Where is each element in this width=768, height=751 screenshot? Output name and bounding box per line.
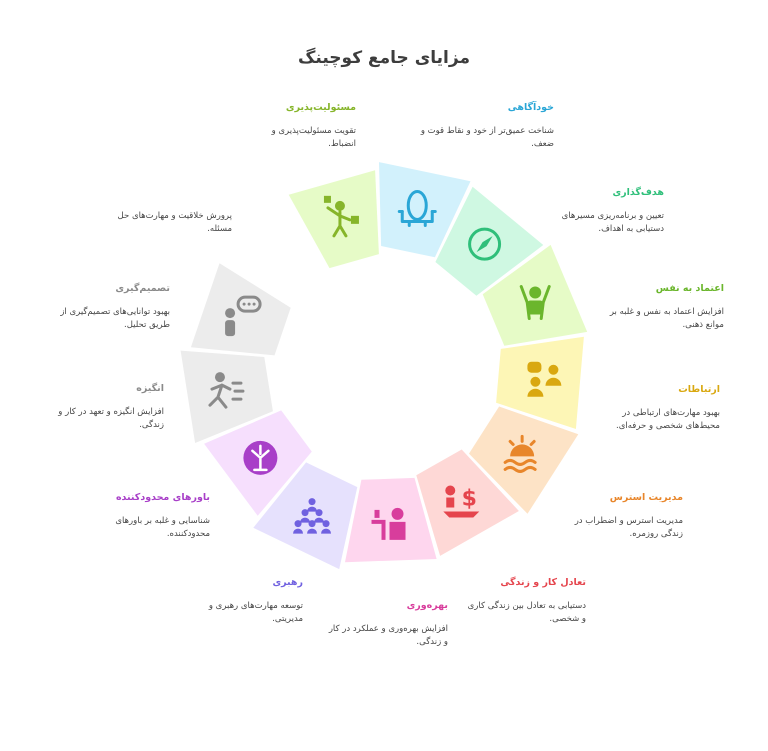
svg-text:$: $ — [462, 487, 477, 512]
benefit-description: بهبود توانایی‌های تصمیم‌گیری از طریق تحل… — [60, 307, 170, 330]
benefit-description: شناخت عمیق‌تر از خود و نقاط قوت و ضعف. — [420, 126, 554, 149]
balance-icon: $ — [443, 485, 480, 518]
benefit-limiting-beliefs: باورهای محدودکننده شناسایی و غلبه بر باور… — [102, 491, 210, 541]
person-presenting-icon — [323, 195, 359, 238]
benefit-title: رهبری — [272, 577, 303, 588]
benefit-description: بهبود مهارت‌های ارتباطی در محیط‌های شخصی… — [616, 408, 720, 431]
benefit-title: بهره‌وری — [406, 600, 448, 611]
chat-people-icon — [527, 361, 562, 397]
compass-icon — [468, 227, 502, 261]
thinking-person-icon — [225, 295, 262, 337]
benefit-title: تصمیم‌گیری — [115, 283, 170, 294]
benefit-description: پرورش خلاقیت و مهارت‌های حل مسئله. — [117, 211, 232, 234]
team-pyramid-icon — [293, 498, 332, 534]
benefit-stress-management: مدیریت استرس مدیریت استرس و اضطراب در زند… — [563, 491, 683, 541]
benefit-responsibility: مسئولیت‌پذیری تقویت مسئولیت‌پذیری و انضبا… — [244, 101, 356, 151]
benefit-title: هدف‌گذاری — [612, 187, 664, 198]
benefit-title: انگیزه — [136, 383, 164, 394]
running-person-icon — [208, 372, 245, 409]
benefit-creativity: پرورش خلاقیت و مهارت‌های حل مسئله. — [112, 210, 232, 236]
benefit-title: مدیریت استرس — [609, 492, 683, 503]
desk-worker-icon — [371, 507, 406, 540]
benefit-communication: ارتباطات بهبود مهارت‌های ارتباطی در محیط‌… — [610, 383, 720, 433]
cheering-person-icon — [519, 285, 551, 321]
benefit-decision-making: تصمیم‌گیری بهبود توانایی‌های تصمیم‌گیری ا… — [50, 282, 170, 332]
benefit-title: خودآگاهی — [507, 102, 554, 113]
benefit-title: تعادل کار و زندگی — [500, 577, 586, 588]
segment-responsibility — [288, 170, 379, 269]
benefit-title: اعتماد به نفس — [655, 283, 724, 294]
segment-creativity — [218, 195, 327, 304]
tree-badge-icon — [243, 440, 278, 475]
benefit-description: افزایش اعتماد به نفس و غلبه بر موانع ذهن… — [609, 307, 724, 330]
calm-sun-icon — [503, 434, 537, 473]
benefit-description: تعیین و برنامه‌ریزی مسیرهای دستیابی به ا… — [561, 211, 664, 234]
benefit-leadership: رهبری توسعه مهارت‌های رهبری و مدیریتی. — [195, 576, 303, 626]
benefit-description: افزایش بهره‌وری و عملکرد در کار و زندگی. — [328, 624, 448, 647]
segment-productivity — [345, 477, 437, 563]
benefit-title: ارتباطات — [678, 384, 720, 395]
benefit-description: توسعه مهارت‌های رهبری و مدیریتی. — [208, 601, 303, 624]
benefit-motivation: انگیزه افزایش انگیزه و تعهد در کار و زندگ… — [52, 382, 164, 432]
benefit-description: شناسایی و غلبه بر باورهای محدودکننده. — [115, 516, 210, 539]
mirror-icon — [397, 189, 437, 227]
benefit-self-awareness: خودآگاهی شناخت عمیق‌تر از خود و نقاط قوت … — [414, 101, 554, 151]
benefit-description: مدیریت استرس و اضطراب در زندگی روزمره. — [574, 516, 683, 539]
benefit-goal-setting: هدف‌گذاری تعیین و برنامه‌ریزی مسیرهای دست… — [544, 186, 664, 236]
segment-motivation — [180, 350, 273, 443]
segment-stress-management — [469, 406, 579, 514]
diagram-title: مزایای جامع کوچینگ — [298, 48, 470, 68]
benefit-title: مسئولیت‌پذیری — [285, 102, 356, 113]
benefit-work-life-balance: تعادل کار و زندگی دستیابی به تعادل بین زن… — [466, 576, 586, 626]
benefit-productivity: بهره‌وری افزایش بهره‌وری و عملکرد در کار … — [328, 599, 448, 649]
benefit-description: افزایش انگیزه و تعهد در کار و زندگی. — [58, 407, 164, 430]
benefit-description: دستیابی به تعادل بین زندگی کاری و شخصی. — [467, 601, 586, 624]
benefit-description: تقویت مسئولیت‌پذیری و انضباط. — [271, 126, 356, 149]
benefit-title: باورهای محدودکننده — [115, 492, 210, 503]
segment-work-life-balance — [416, 449, 519, 556]
benefit-self-confidence: اعتماد به نفس افزایش اعتماد به نفس و غلبه… — [604, 282, 724, 332]
